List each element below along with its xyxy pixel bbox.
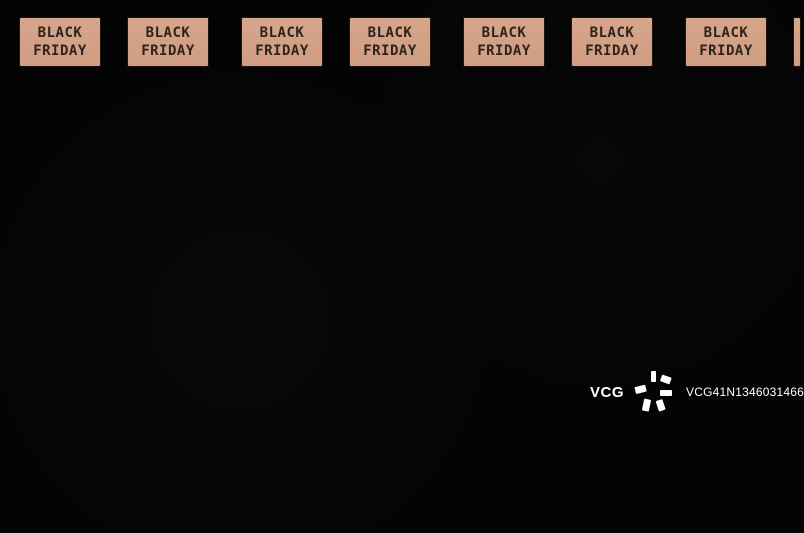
tag-line-2: FRIDAY [585,43,639,59]
tag-line-2: FRIDAY [477,43,531,59]
black-friday-tag: BLACK FRIDAY [128,18,208,66]
tag-line-1: BLACK [259,25,305,41]
vcg-watermark: VCG VCG41N1346031466 [590,370,804,414]
tag-line-2: FRIDAY [33,43,87,59]
tag-line-1: BLACK [481,25,527,41]
black-friday-tag: BLACK FRIDAY [686,18,766,66]
tag-line-2: FRIDAY [141,43,195,59]
black-friday-tag: BLACK FRIDAY [242,18,322,66]
tag-line-1: BLACK [145,25,191,41]
tag-line-1: BLACK [37,25,83,41]
watermark-brand: VCG [590,383,625,401]
vcg-logo-icon [634,371,673,412]
tag-line-1: BLACK [589,25,635,41]
tag-line-2: FRIDAY [255,43,309,59]
partial-black-friday-tag [794,18,800,66]
watermark-image-id: VCG41N1346031466 [686,385,804,399]
black-friday-tag: BLACK FRIDAY [464,18,544,66]
tag-line-1: BLACK [703,25,749,41]
tag-line-2: FRIDAY [699,43,753,59]
black-friday-tag: BLACK FRIDAY [572,18,652,66]
black-friday-tag: BLACK FRIDAY [350,18,430,66]
tag-line-2: FRIDAY [363,43,417,59]
black-friday-tag: BLACK FRIDAY [20,18,100,66]
black-friday-tag-row: BLACK FRIDAY BLACK FRIDAY BLACK FRIDAY B… [0,0,800,80]
tag-line-1: BLACK [367,25,413,41]
